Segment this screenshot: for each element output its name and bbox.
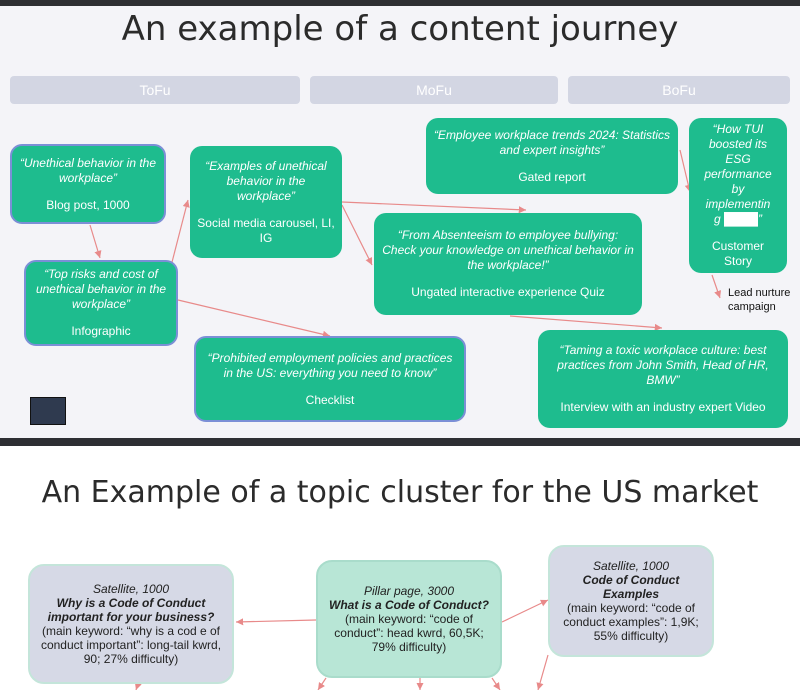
satellite-right-title: Code of Conduct Examples xyxy=(582,573,680,601)
node-interview-video-type: Interview with an industry expert Video xyxy=(560,400,766,414)
pillar-page-head: Pillar page, 3000 xyxy=(363,584,455,598)
satellite-left: Satellite, 1000 Why is a Code of Conduct… xyxy=(28,564,234,684)
satellite-left-title: Why is a Code of Conduct important for y… xyxy=(47,596,215,624)
node-blog-post-quote: “Unethical behavior in the workplace” xyxy=(19,155,157,185)
satellite-right-head: Satellite, 1000 xyxy=(592,559,670,573)
node-quiz-type: Ungated interactive experience Quiz xyxy=(411,285,605,299)
node-infographic-quote: “Top risks and cost of unethical behavio… xyxy=(35,267,167,311)
node-infographic-type: Infographic xyxy=(71,324,131,338)
journey-title: An example of a content journey xyxy=(121,9,679,49)
node-quiz: “From Absenteeism to employee bullying: … xyxy=(374,213,642,315)
stage-tofu: ToFu xyxy=(10,76,300,104)
node-infographic: “Top risks and cost of unethical behavio… xyxy=(24,260,178,346)
satellite-left-head: Satellite, 1000 xyxy=(92,582,170,596)
stage-bofu: BoFu xyxy=(568,76,790,104)
top-band xyxy=(0,0,800,6)
satellite-right-keyword: (main keyword: “code of conduct examples… xyxy=(563,601,699,643)
node-customer-story-type: Customer Story xyxy=(711,239,764,268)
node-checklist: “Prohibited employment policies and prac… xyxy=(194,336,466,422)
divider-band xyxy=(0,438,800,446)
cluster-title: An Example of a topic cluster for the US… xyxy=(41,475,759,510)
node-checklist-quote: “Prohibited employment policies and prac… xyxy=(207,350,453,380)
stage-mofu: MoFu xyxy=(310,76,558,104)
node-gated-report-quote: “Employee workplace trends 2024: Statist… xyxy=(433,127,671,157)
satellite-left-keyword: (main keyword: “why is a cod e of conduc… xyxy=(40,624,222,666)
node-quiz-quote: “From Absenteeism to employee bullying: … xyxy=(382,228,634,272)
node-customer-story: “How TUI boosted its ESG performance by … xyxy=(689,118,787,273)
lead-nurture-label: Lead nurture campaign xyxy=(728,287,791,313)
pillar-page-title: What is a Code of Conduct? xyxy=(329,598,489,612)
node-interview-video: “Taming a toxic workplace culture: best … xyxy=(538,330,788,428)
node-blog-post: “Unethical behavior in the workplace” Bl… xyxy=(10,144,166,224)
satellite-right: Satellite, 1000 Code of Conduct Examples… xyxy=(548,545,714,657)
node-blog-post-type: Blog post, 1000 xyxy=(46,197,130,212)
node-social-carousel-type: Social media carousel, LI, IG xyxy=(197,215,335,245)
dark-square-icon xyxy=(30,397,66,425)
node-interview-video-quote: “Taming a toxic workplace culture: best … xyxy=(557,343,769,387)
node-checklist-type: Checklist xyxy=(305,392,355,407)
node-social-carousel-quote: “Examples of unethical behavior in the w… xyxy=(205,158,327,203)
node-gated-report: “Employee workplace trends 2024: Statist… xyxy=(426,118,678,194)
node-social-carousel: “Examples of unethical behavior in the w… xyxy=(190,146,342,258)
pillar-page: Pillar page, 3000 What is a Code of Cond… xyxy=(316,560,502,678)
node-gated-report-type: Gated report xyxy=(518,169,586,184)
node-customer-story-quote: “How TUI boosted its ESG performance by … xyxy=(704,122,772,226)
pillar-page-keyword: (main keyword: “code of conduct”: head k… xyxy=(334,612,484,654)
